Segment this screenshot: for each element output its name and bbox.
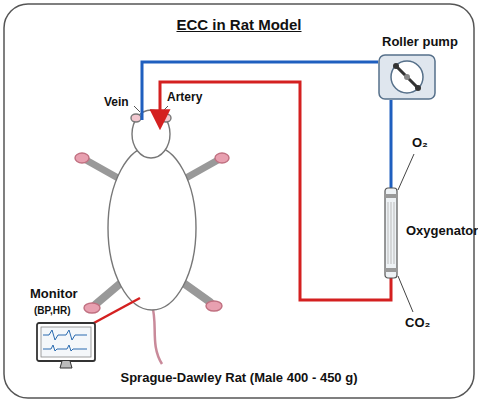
rat-paw xyxy=(84,303,100,313)
suture xyxy=(134,106,168,112)
rat-paw xyxy=(75,153,89,163)
venous-tube xyxy=(142,62,378,120)
gas-in-line xyxy=(398,154,414,190)
rat-ear xyxy=(131,114,141,122)
monitor: Monitor(BP,HR) xyxy=(36,322,96,370)
rat-head xyxy=(132,110,170,158)
rat-hindlimb xyxy=(182,282,210,302)
part-label: Vein xyxy=(104,96,129,109)
part-label: Artery xyxy=(167,91,202,104)
rat-ear xyxy=(161,114,171,122)
pump-icon xyxy=(378,54,436,100)
rat-paw xyxy=(215,153,229,163)
node-label: Oxygenator xyxy=(406,224,478,238)
caption: Sprague-Dawley Rat (Male 400 - 450 g) xyxy=(0,371,478,385)
rat-forelimb xyxy=(186,160,218,178)
rat-hindlimb xyxy=(96,282,122,304)
title: ECC in Rat Model xyxy=(0,17,478,34)
rat-paw xyxy=(206,301,222,311)
gas-out-line xyxy=(398,276,413,312)
monitor-icon xyxy=(36,322,96,370)
rat-body xyxy=(108,146,196,310)
arterial-tube xyxy=(160,82,391,300)
rat-tail xyxy=(152,305,162,364)
tube-connector xyxy=(390,100,393,188)
rat-forelimb xyxy=(86,160,118,178)
roller-pump: Roller pump xyxy=(378,54,436,100)
frame xyxy=(4,4,474,398)
oxy-icon xyxy=(384,188,398,278)
oxygenator: Oxygenator xyxy=(384,188,398,278)
node-sublabel: (BP,HR) xyxy=(34,305,70,316)
node-label: Monitor xyxy=(30,287,78,301)
part-label: CO₂ xyxy=(405,316,430,330)
rat-illustration xyxy=(75,106,229,364)
node-label: Roller pump xyxy=(382,35,458,49)
pressure-line xyxy=(92,298,140,324)
part-label: O₂ xyxy=(412,136,428,150)
